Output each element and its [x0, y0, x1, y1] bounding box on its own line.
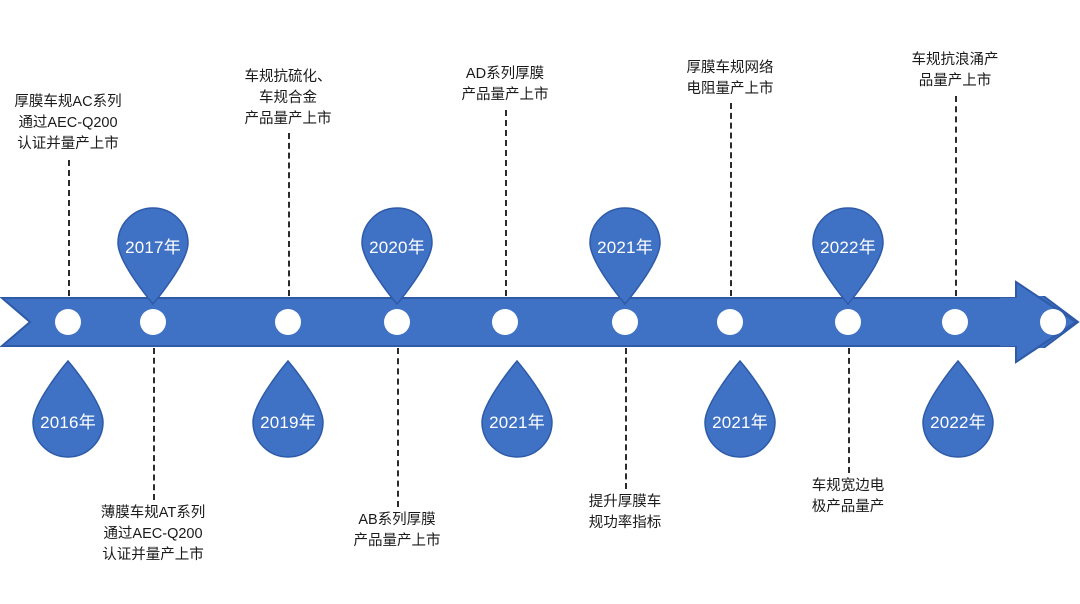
connector-line-m-top-9: [955, 96, 957, 296]
year-pin-2019-bottom[interactable]: 2019年: [247, 359, 329, 460]
year-pin-2017-top[interactable]: 2017年: [112, 205, 194, 306]
milestone-caption-m-bot-8: 车规宽边电 极产品量产: [811, 478, 885, 515]
milestone-caption-m-top-5: AD系列厚膜 产品量产上市: [461, 66, 549, 103]
connector-line-m-top-1: [68, 160, 70, 296]
year-pin-label: 2016年: [40, 413, 96, 432]
year-pin-label: 2022年: [930, 413, 986, 432]
milestone-caption-m-bot-2: 薄膜车规AT系列 通过AEC-Q200 认证并量产上市: [100, 505, 206, 563]
milestone-caption-m-top-3: 车规抗硫化、 车规合金 产品量产上市: [244, 69, 332, 127]
timeline-node-7[interactable]: [717, 309, 743, 335]
milestone-caption-m-top-1: 厚膜车规AC系列 通过AEC-Q200 认证并量产上市: [14, 94, 122, 152]
year-pin-2022-top[interactable]: 2022年: [807, 205, 889, 306]
year-pin-2021-bottom[interactable]: 2021年: [699, 359, 781, 460]
year-pin-label: 2019年: [260, 413, 316, 432]
milestone-caption-m-top-9: 车规抗浪涌产 品量产上市: [911, 52, 999, 89]
year-pin-2022-bottom[interactable]: 2022年: [917, 359, 999, 460]
year-pin-label: 2021年: [712, 413, 768, 432]
year-pin-label: 2021年: [489, 413, 545, 432]
year-pin-label: 2020年: [369, 238, 425, 257]
connector-line-m-top-3: [288, 133, 290, 296]
timeline-node-6[interactable]: [612, 309, 638, 335]
year-pin-2016-bottom[interactable]: 2016年: [27, 359, 109, 460]
year-pin-2020-top[interactable]: 2020年: [356, 205, 438, 306]
connector-line-m-top-5: [505, 110, 507, 296]
year-pin-label: 2021年: [597, 238, 653, 257]
connector-line-m-bot-6: [625, 348, 627, 489]
timeline-node-4[interactable]: [384, 309, 410, 335]
year-pin-label: 2022年: [820, 238, 876, 257]
timeline-node-8[interactable]: [835, 309, 861, 335]
timeline-node-9[interactable]: [942, 309, 968, 335]
timeline-node-3[interactable]: [275, 309, 301, 335]
year-pin-label: 2017年: [125, 238, 181, 257]
timeline-node-10[interactable]: [1040, 309, 1066, 335]
connector-line-m-bot-8: [848, 348, 850, 473]
connector-line-m-bot-2: [153, 348, 155, 500]
milestone-caption-m-bot-4: AB系列厚膜 产品量产上市: [353, 512, 441, 549]
year-pin-2021-top[interactable]: 2021年: [584, 205, 666, 306]
connector-line-m-top-7: [730, 103, 732, 296]
connector-line-m-bot-4: [397, 348, 399, 507]
milestone-caption-m-bot-6: 提升厚膜车 规功率指标: [588, 494, 662, 531]
timeline-node-5[interactable]: [492, 309, 518, 335]
timeline-node-1[interactable]: [55, 309, 81, 335]
milestone-caption-m-top-7: 厚膜车规网络 电阻量产上市: [686, 60, 774, 97]
timeline-node-2[interactable]: [140, 309, 166, 335]
year-pin-2021-bottom[interactable]: 2021年: [476, 359, 558, 460]
